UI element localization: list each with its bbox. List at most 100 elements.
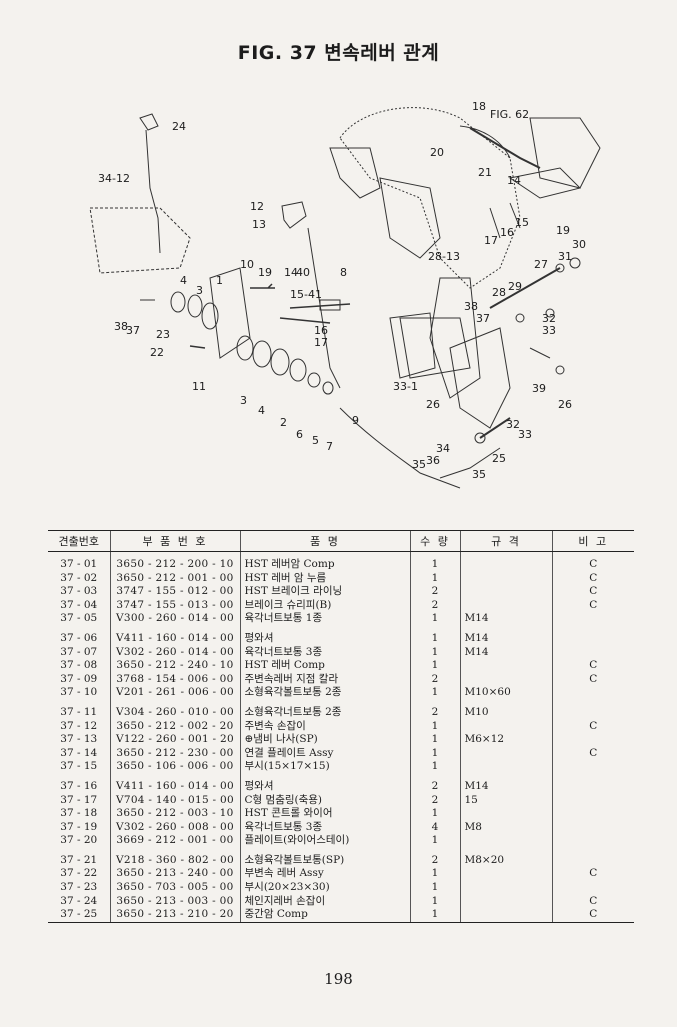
cell-ref-no: 37 - 08 xyxy=(60,659,98,672)
cell-ref-no: 37 - 16 xyxy=(60,779,98,792)
cell-spec xyxy=(459,585,552,599)
callout-14-right: 14 xyxy=(507,174,521,187)
callout-7: 7 xyxy=(326,440,333,453)
callout-5: 5 xyxy=(312,434,319,447)
cell-spec xyxy=(459,760,552,774)
callout-30: 30 xyxy=(572,238,586,251)
cell-spec: M6×12 xyxy=(459,733,552,747)
cell-part-name: 부변속 레버 Assy xyxy=(239,867,410,882)
callout-19-right: 19 xyxy=(556,224,570,237)
callout-14-left: 14 xyxy=(284,266,298,279)
cell-part-no: 3768 - 154 - 006 - 00 xyxy=(109,672,240,687)
table-spacer xyxy=(48,773,634,780)
cell-spec xyxy=(459,571,552,586)
cell-ref-no: 37 - 04 xyxy=(60,598,98,611)
callout-21: 21 xyxy=(478,166,492,179)
header-part-name: 품 명 xyxy=(239,530,410,552)
callout-16-right: 16 xyxy=(500,226,514,239)
cell-remark xyxy=(551,645,634,660)
cell-ref-no: 37 - 03 xyxy=(60,585,98,598)
cell-qty: 1 xyxy=(409,908,460,923)
cell-remark: C xyxy=(551,585,634,599)
header-part-no: 부 품 번 호 xyxy=(109,530,240,552)
cell-remark: C xyxy=(551,746,634,761)
callout-9: 9 xyxy=(352,414,359,427)
callout-33-1: 33-1 xyxy=(393,380,418,393)
cell-spec xyxy=(459,807,552,821)
cell-part-name: 주변속레버 지점 칼라 xyxy=(239,672,410,687)
cell-part-name: HST 레버암 Comp xyxy=(239,558,410,572)
cell-ref-no: 37 - 19 xyxy=(60,820,98,833)
callout-4-top: 4 xyxy=(180,274,187,287)
cell-part-no: 3650 - 212 - 003 - 10 xyxy=(109,807,240,821)
cell-spec xyxy=(459,659,552,673)
cell-qty: 2 xyxy=(409,672,460,687)
cell-spec: M10 xyxy=(459,705,552,720)
cell-part-name: 소형육각볼트보통 2종 xyxy=(239,686,410,700)
cell-part-no: 3650 - 212 - 240 - 10 xyxy=(109,659,240,673)
callout-3-top: 3 xyxy=(196,284,203,297)
cell-part-no: V300 - 260 - 014 - 00 xyxy=(109,612,240,626)
cell-qty: 1 xyxy=(409,867,460,882)
cell-spec xyxy=(459,719,552,734)
callout-20: 20 xyxy=(430,146,444,159)
cell-part-name: 중간암 Comp xyxy=(239,908,410,923)
callout-19-left: 19 xyxy=(258,266,272,279)
callout-3-bottom: 3 xyxy=(240,394,247,407)
cell-part-name: 육각너트보통 3종 xyxy=(239,645,410,660)
cell-qty: 1 xyxy=(409,558,460,572)
cell-qty: 1 xyxy=(409,659,460,673)
cell-remark: C xyxy=(551,867,634,882)
cell-remark xyxy=(551,881,634,895)
cell-ref-no: 37 - 25 xyxy=(48,908,110,923)
callout-17-left: 17 xyxy=(314,336,328,349)
callout-15-41: 15-41 xyxy=(290,288,322,301)
cell-ref-no: 37 - 20 xyxy=(60,834,98,847)
cell-part-name: 육각너트보통 3종 xyxy=(239,820,410,835)
cell-part-no: 3650 - 212 - 230 - 00 xyxy=(109,746,240,761)
cell-remark: C xyxy=(551,672,634,687)
callout-8: 8 xyxy=(340,266,347,279)
cell-qty: 4 xyxy=(409,820,460,835)
header-qty: 수 량 xyxy=(409,530,460,552)
cell-ref-no: 37 - 09 xyxy=(60,672,98,685)
cell-part-no: 3650 - 213 - 240 - 00 xyxy=(109,867,240,882)
cell-part-name: 평와셔 xyxy=(239,631,410,646)
cell-part-no: V302 - 260 - 008 - 00 xyxy=(109,820,240,835)
cell-part-name: 체인지레버 손잡이 xyxy=(239,894,410,909)
cell-part-name: ⊕냄비 나사(SP) xyxy=(239,733,410,747)
cell-part-name: HST 레버 Comp xyxy=(239,659,410,673)
cell-spec xyxy=(459,867,552,882)
cell-ref-no: 37 - 18 xyxy=(60,807,98,820)
table-spacer xyxy=(48,551,634,558)
cell-part-no: V411 - 160 - 014 - 00 xyxy=(109,631,240,646)
cell-ref-no: 37 - 14 xyxy=(60,746,98,759)
cell-spec xyxy=(459,834,552,848)
callout-31: 31 xyxy=(558,250,572,263)
cell-part-no: 3650 - 106 - 006 - 00 xyxy=(109,760,240,774)
cell-spec xyxy=(459,746,552,761)
cell-ref-no: 37 - 24 xyxy=(60,894,98,907)
cell-remark xyxy=(551,834,634,848)
cell-qty: 1 xyxy=(409,686,460,700)
cell-qty: 1 xyxy=(409,733,460,747)
cell-ref-no: 37 - 02 xyxy=(60,571,98,584)
cell-remark: C xyxy=(551,659,634,673)
cell-part-no: V218 - 360 - 802 - 00 xyxy=(109,853,240,868)
cell-part-name: 소형육각볼트보통(SP) xyxy=(239,853,410,868)
callout-4-bottom: 4 xyxy=(258,404,265,417)
cell-spec: M14 xyxy=(459,645,552,660)
cell-ref-no: 37 - 06 xyxy=(60,631,98,644)
callout-38-left: 38 xyxy=(114,320,128,333)
